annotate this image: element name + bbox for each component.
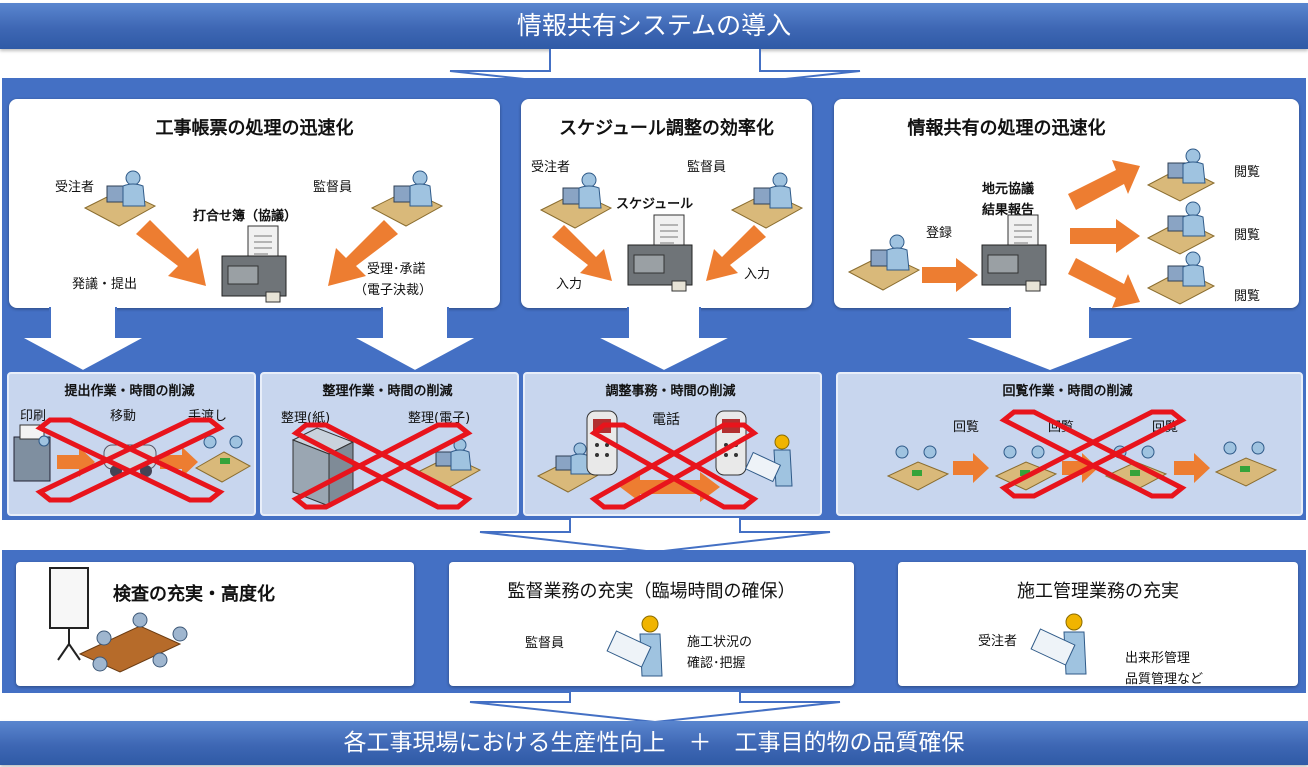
label-move: 移動: [110, 409, 137, 424]
down-arrow: [961, 307, 1139, 373]
label-view: 閲覧: [1234, 228, 1261, 243]
person-at-desk-icon: [847, 234, 921, 291]
meeting-icon: [1104, 445, 1168, 491]
person-at-desk-icon: [370, 170, 444, 227]
label-input: 入力: [744, 267, 771, 282]
meeting-icon: [1214, 441, 1278, 487]
cross-icon: [589, 422, 759, 510]
panel-title: 情報共有の処理の迅速化: [907, 118, 1106, 139]
label-filing-electronic: 整理(電子): [408, 411, 471, 426]
label-view: 閲覧: [1234, 165, 1261, 180]
label-desc: 品質管理など: [1125, 672, 1204, 687]
arrow-icon: [136, 220, 206, 286]
label-desc: 施工状況の: [687, 635, 753, 650]
down-arrow: [19, 307, 147, 373]
label-contractor: 受注者: [55, 180, 95, 195]
reduction-title: 整理作業・時間の削減: [322, 384, 453, 399]
outcome-title: 施工管理業務の充実: [1017, 581, 1179, 602]
handover-icon: [194, 435, 252, 483]
outcome-title: 監督業務の充実（臨場時間の確保）: [507, 581, 796, 602]
cabinet-icon: [291, 427, 355, 507]
down-arrow: [595, 307, 733, 373]
panel-title: スケジュール調整の効率化: [559, 118, 774, 139]
arrow-icon: [706, 225, 766, 281]
surveyor-icon: [1030, 613, 1087, 675]
label-desc: 出来形管理: [1125, 651, 1191, 666]
arrow-icon: [1070, 219, 1140, 253]
reduction-title: 回覧作業・時間の削減: [1002, 384, 1133, 399]
arrow-icon: [953, 453, 989, 483]
label-supervisor: 監督員: [313, 180, 353, 195]
server-icon: [221, 225, 287, 303]
label-desc: 確認･把握: [687, 656, 746, 671]
server-icon: [981, 214, 1047, 292]
label-circulate: 回覧: [953, 420, 980, 435]
label-view: 閲覧: [1234, 289, 1261, 304]
bottom-banner: 各工事現場における生産性向上 ＋ 工事目的物の品質確保: [0, 721, 1308, 765]
cross-icon: [35, 417, 225, 503]
cross-icon: [291, 422, 473, 510]
label-supervisor: 監督員: [687, 160, 727, 175]
label-supervisor: 監督員: [525, 636, 565, 651]
label-submit: 発議・提出: [72, 277, 138, 292]
outcome-construction-mgmt: [898, 562, 1298, 686]
reduction-title: 提出作業・時間の削減: [64, 384, 195, 399]
label-doc: 地元協議: [982, 182, 1035, 197]
label-schedule: スケジュール: [616, 197, 694, 212]
flow-arrow-middle: [479, 518, 831, 554]
reduction-title: 調整事務・時間の削減: [605, 384, 736, 399]
arrow-icon: [922, 258, 978, 292]
person-at-desk-icon: [730, 172, 804, 229]
label-phone: 電話: [652, 412, 680, 428]
double-arrow-icon: [620, 472, 720, 502]
meeting-icon: [886, 445, 950, 491]
label-register: 登録: [926, 226, 953, 241]
flow-arrow-bottom: [469, 692, 841, 724]
person-at-desk-icon: [1146, 201, 1216, 255]
arrow-icon: [1068, 258, 1140, 308]
label-input: 入力: [556, 277, 583, 292]
meeting-room-icon: [49, 567, 188, 673]
label-accept: 受理･承諾: [367, 262, 426, 277]
label-print: 印刷: [20, 409, 47, 424]
label-doc: 打合せ簿（協議）: [193, 209, 298, 224]
person-at-desk-icon: [539, 172, 613, 229]
cross-icon: [999, 409, 1187, 499]
label-e-approval: （電子決裁）: [354, 283, 433, 298]
label-contractor: 受注者: [978, 634, 1018, 649]
arrow-icon: [552, 225, 612, 281]
down-arrow: [351, 307, 479, 373]
arrow-icon: [160, 447, 198, 477]
server-icon: [627, 214, 693, 292]
label-doc: 結果報告: [982, 203, 1035, 218]
printer-icon: [13, 424, 51, 482]
label-filing-paper: 整理(紙): [281, 411, 331, 426]
surveyor-icon: [744, 434, 793, 487]
arrow-icon: [1062, 453, 1098, 483]
arrow-icon: [328, 220, 398, 286]
arrow-icon: [1068, 160, 1140, 210]
person-at-desk-icon: [1146, 251, 1216, 305]
top-banner-text: 情報共有システムの導入: [516, 11, 792, 40]
person-at-desk-icon: [1146, 148, 1216, 202]
panel-title: 工事帳票の処理の迅速化: [155, 118, 354, 139]
arrow-icon: [1174, 453, 1210, 483]
bottom-banner-text: 各工事現場における生産性向上 ＋ 工事目的物の品質確保: [343, 730, 965, 756]
person-at-desk-icon: [83, 170, 157, 227]
outcome-title: 検査の充実・高度化: [113, 584, 275, 605]
label-contractor: 受注者: [531, 160, 571, 175]
top-banner: 情報共有システムの導入: [0, 3, 1308, 49]
surveyor-icon: [606, 615, 663, 677]
